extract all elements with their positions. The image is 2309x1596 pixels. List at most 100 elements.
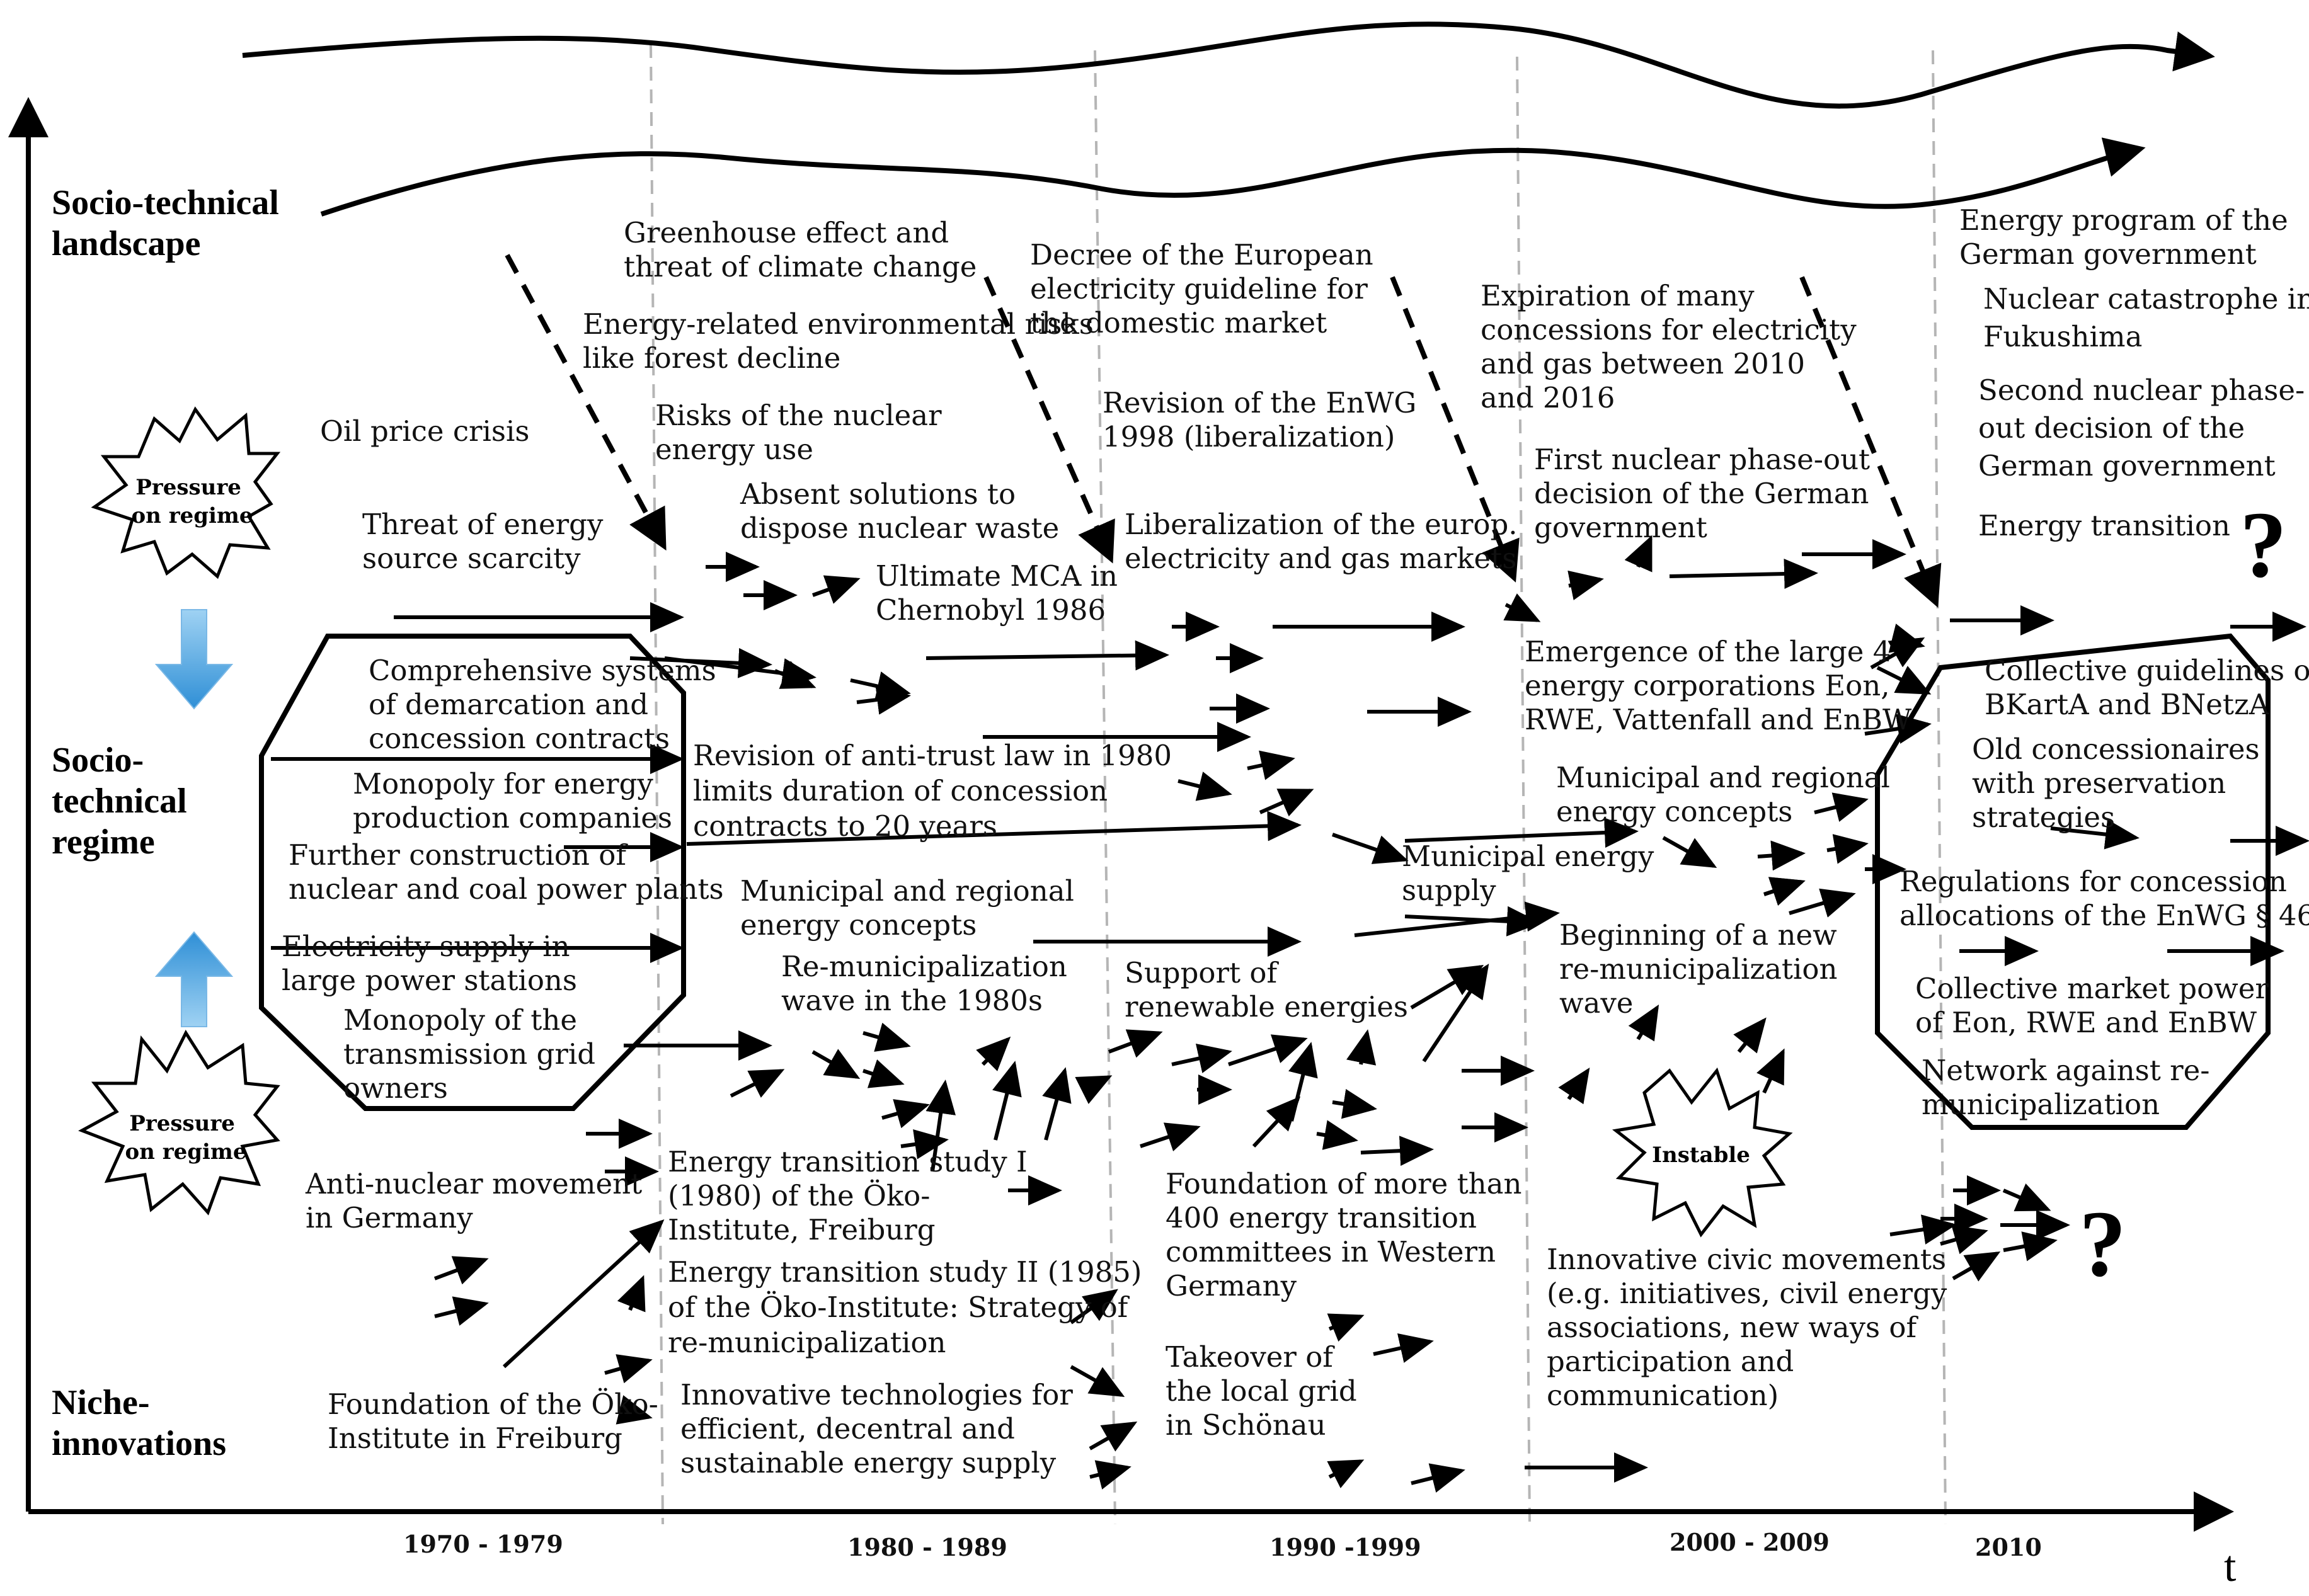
event-label-line: large power stations (282, 964, 577, 997)
event-label-line: energy concepts (740, 908, 977, 942)
landscape-pressure-arrow-1 (505, 254, 667, 551)
pressure-star-bottom-label: Pressure on regime (125, 1111, 246, 1165)
flow-arrows (271, 535, 2309, 1493)
event-label-line: concession contracts (369, 722, 670, 755)
event-label-line: Risks of the nuclear (655, 399, 942, 432)
event-label-line: German government (1959, 237, 2257, 271)
pressure-down-arrow (154, 609, 234, 710)
event-label-line: with preservation (1972, 767, 2226, 800)
event-label-line: Liberalization of the europ. (1125, 508, 1518, 541)
flow-arrow (881, 1099, 930, 1129)
event-label-line: wave in the 1980s (781, 984, 1043, 1017)
event-label-line: Electricity supply in (282, 930, 570, 963)
event-label-line: production companies (353, 801, 672, 835)
event-label-line: in Schönau (1166, 1408, 1326, 1442)
flow-arrow (1864, 714, 1932, 744)
axes (8, 97, 2234, 1532)
event-label-line: like forest decline (583, 341, 840, 375)
event-label-energy-transition: Energy transition (1978, 509, 2230, 542)
flow-arrow (1411, 1463, 1465, 1493)
event-label-line: in Germany (306, 1201, 473, 1234)
event-label-line: Institute, Freiburg (668, 1213, 936, 1246)
flow-arrow (433, 1256, 489, 1285)
flow-arrow (1876, 666, 1932, 695)
event-label-line: Germany (1166, 1269, 1297, 1302)
landscape-pressure-arrows (505, 254, 1942, 608)
event-label-line: of Eon, RWE and EnBW (1915, 1006, 2257, 1039)
instable-star-label: Instable (1652, 1143, 1750, 1168)
time-axis-label: t (2224, 1542, 2237, 1591)
flow-arrow (1327, 1313, 1365, 1342)
landscape-waves (242, 21, 2215, 217)
flow-arrow (856, 685, 911, 715)
flow-arrow (617, 1275, 646, 1313)
event-label-line: Revision of anti-trust law in 1980 (693, 739, 1172, 772)
event-label-line: Energy transition study II (1985) (668, 1255, 1142, 1289)
flow-arrow (1763, 877, 1806, 906)
flow-arrow (2050, 819, 2140, 850)
flow-arrow (1756, 1048, 1785, 1094)
period-separators (650, 43, 1947, 1525)
event-label-line: and gas between 2010 (1481, 347, 1805, 380)
period-label-2010: 2010 (1975, 1533, 2042, 1561)
flow-arrow (1316, 1120, 1358, 1150)
flow-arrow (1354, 901, 1560, 937)
event-label-line: Fukushima (1983, 320, 2142, 353)
event-label-second-phaseout: Second nuclear phase-out decision of the… (1978, 373, 2305, 482)
event-label-line: the local grid (1166, 1374, 1357, 1408)
event-label-line: Second nuclear phase- (1978, 373, 2305, 407)
flow-arrow (1757, 840, 1806, 871)
event-label-line: RWE, Vattenfall and EnBW (1525, 703, 1912, 736)
event-label-oil-price-crisis: Oil price crisis (320, 414, 530, 448)
event-label-line: Emergence of the large 4 (1525, 635, 1891, 668)
flow-arrow (925, 1080, 956, 1172)
period-label-1990s: 1990 -1999 (1269, 1533, 1421, 1561)
event-label-line: wave (1559, 986, 1633, 1020)
event-label-line: supply (1402, 874, 1496, 907)
event-label-line: Re-municipalization (781, 950, 1067, 983)
event-label-line: Chernobyl 1986 (876, 593, 1106, 627)
flow-arrow (1089, 1422, 1138, 1452)
event-label-line: Institute in Freiburg (328, 1422, 622, 1455)
event-label-line: Municipal and regional (740, 874, 1074, 908)
event-label-line: Absent solutions to (740, 477, 1016, 511)
event-label-line: German government (1978, 449, 2276, 482)
event-label-liberalization: Liberalization of the europ.electricity … (1125, 508, 1518, 575)
event-label-line: Decree of the European (1030, 238, 1373, 271)
event-label-line: Collective guidelines of (1985, 654, 2309, 687)
event-label-line: (e.g. initiatives, civil energy (1547, 1277, 1947, 1310)
event-label-line: Foundation of the Öko- (328, 1388, 658, 1421)
event-label-line: Foundation of more than (1166, 1167, 1521, 1200)
event-label-line: municipalization (1922, 1088, 2160, 1121)
period-label-2000s: 2000 - 2009 (1670, 1528, 1830, 1556)
flow-arrow (1288, 1042, 1318, 1122)
event-label-line: government (1534, 511, 1707, 544)
event-label-line: First nuclear phase-out (1534, 443, 1870, 476)
event-label-study-1: Energy transition study I(1980) of the Ö… (668, 1145, 1028, 1246)
regime-octagon-left (259, 634, 686, 1111)
period-separator-2 (1094, 50, 1116, 1525)
event-label-civic-movements: Innovative civic movements(e.g. initiati… (1547, 1243, 1947, 1412)
level-label-regime: Socio- technical regime (52, 741, 196, 862)
event-label-line: Beginning of a new (1559, 918, 1837, 952)
flow-arrow (2003, 1231, 2058, 1262)
event-label-line: Energy transition study I (668, 1145, 1028, 1178)
flow-arrow (2002, 1183, 2051, 1212)
event-label-line: nuclear and coal power plants (289, 872, 724, 906)
flow-arrow (1558, 1068, 1590, 1105)
event-label-line: renewable energies (1125, 990, 1408, 1023)
question-mark-regime: ? (2240, 493, 2287, 597)
flow-arrow (1228, 1034, 1308, 1066)
